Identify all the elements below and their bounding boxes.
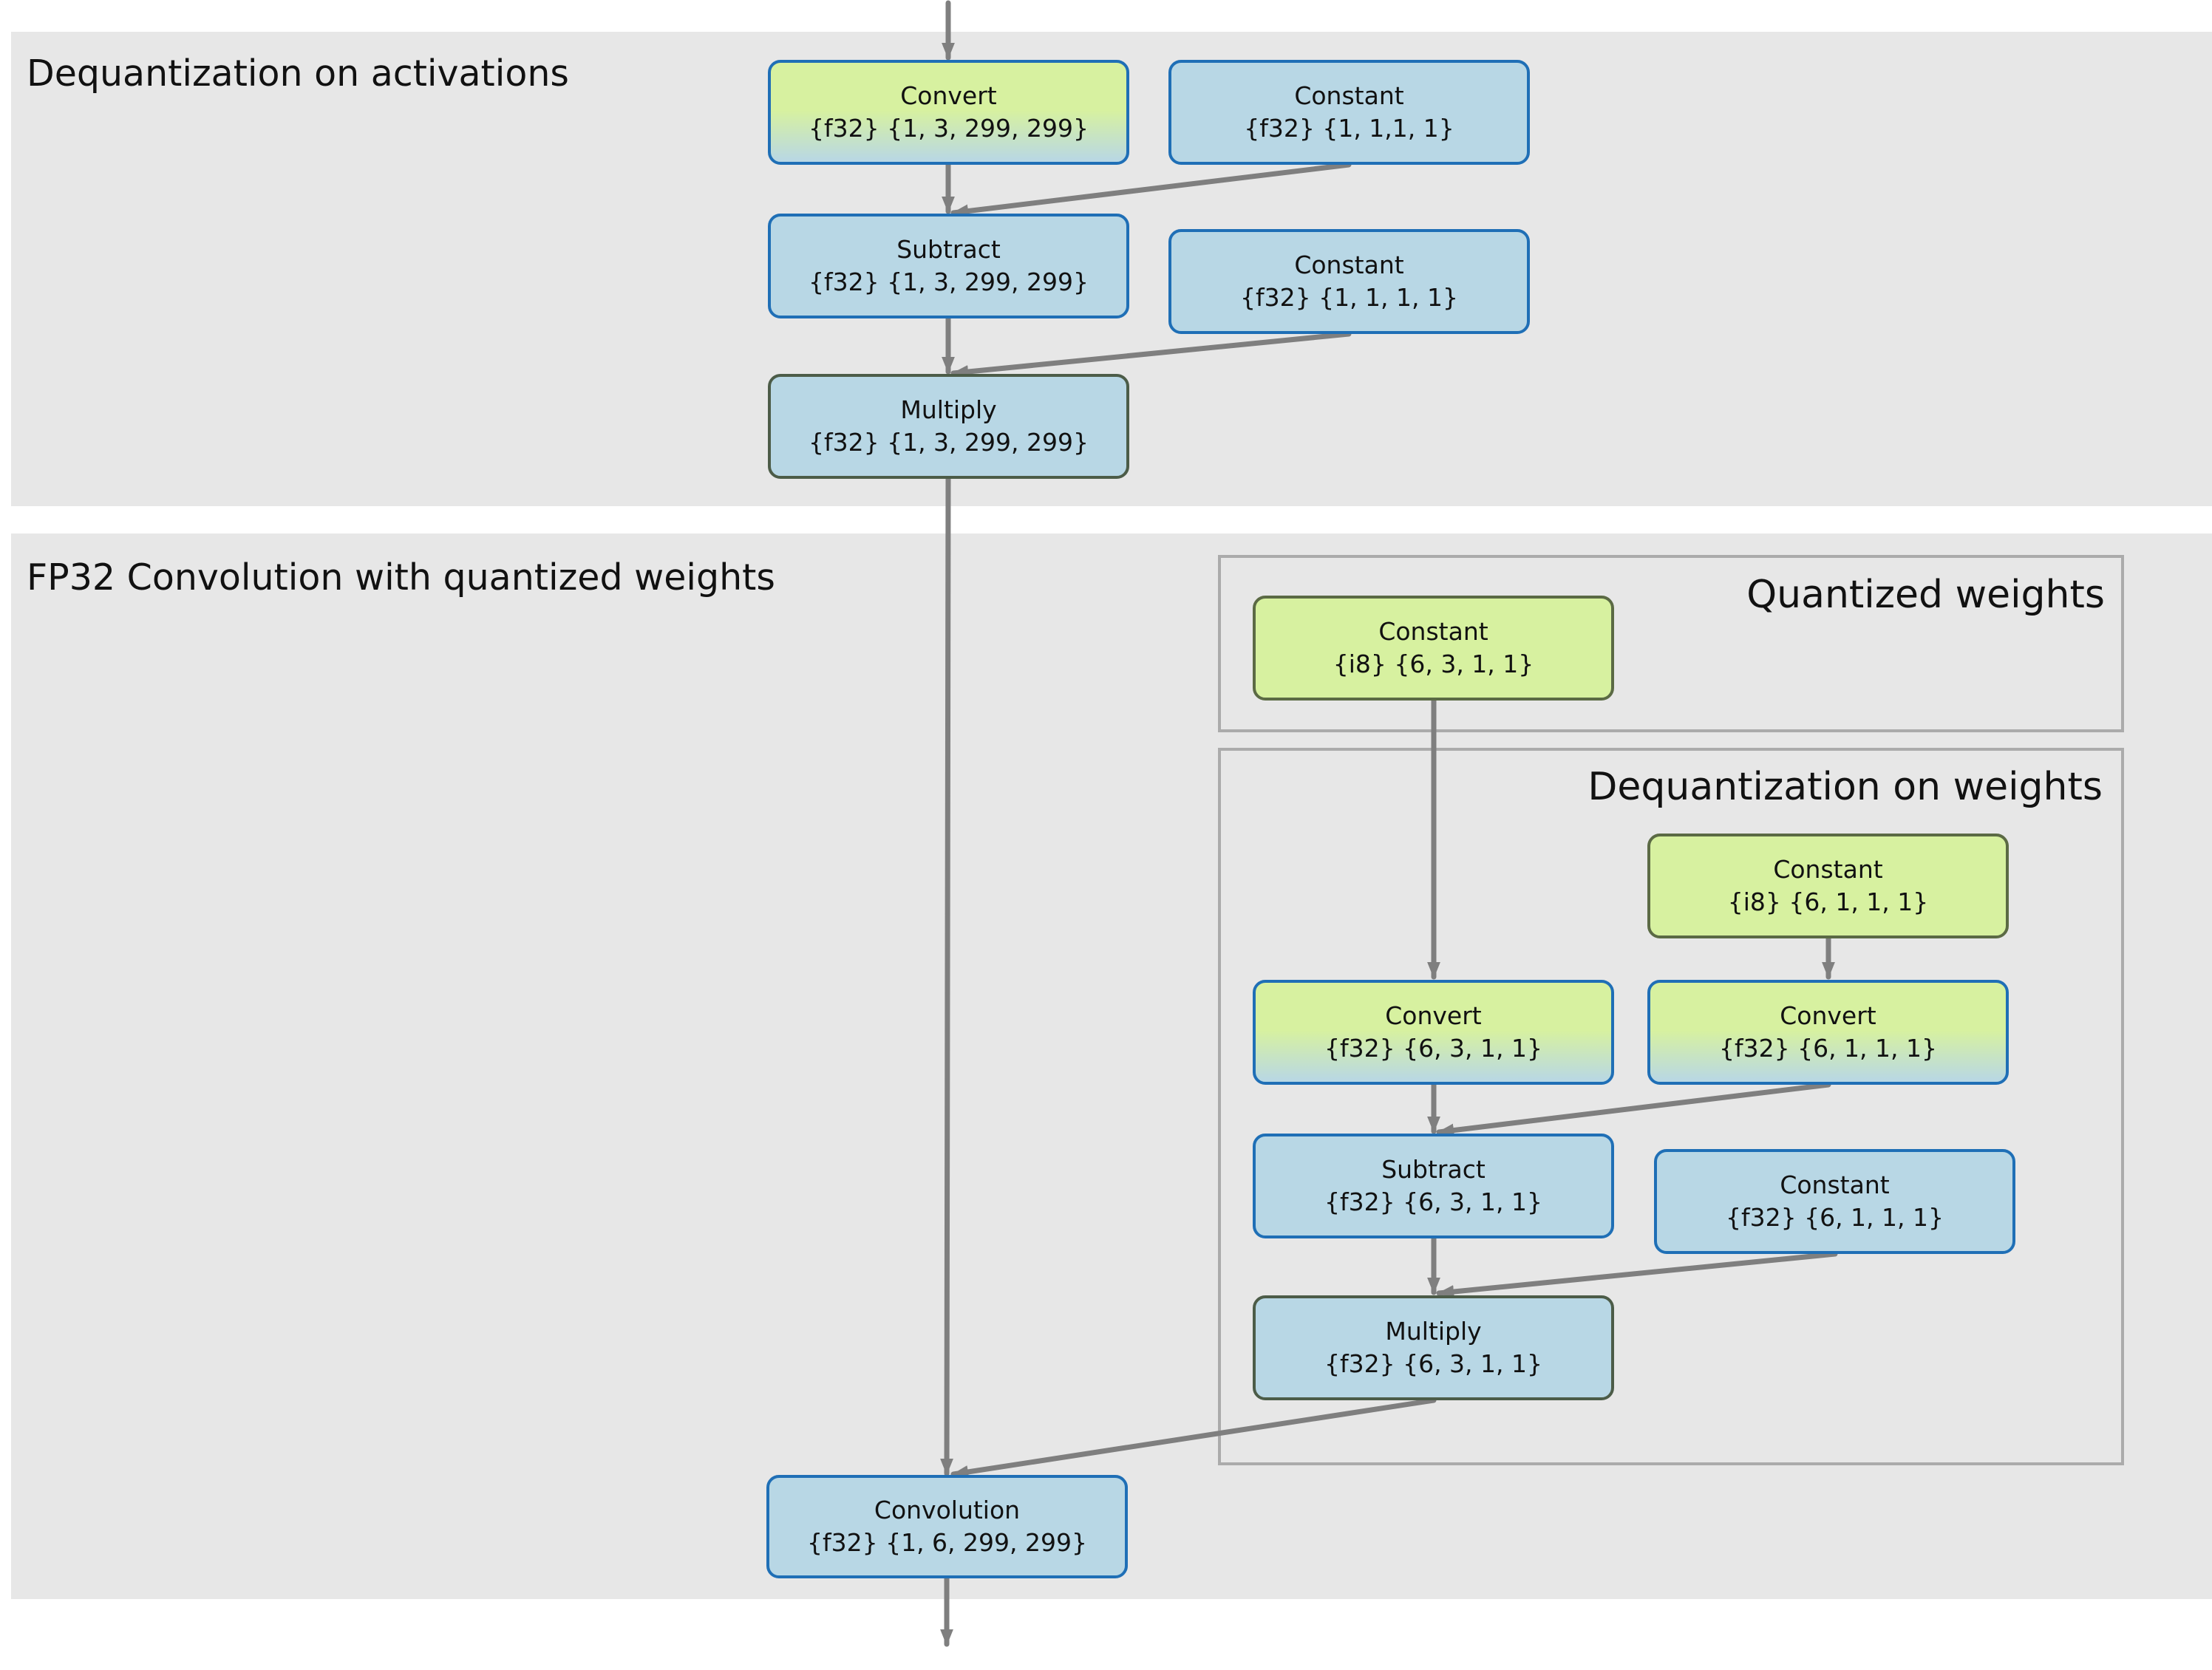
activations-section-title: Dequantization on activations [27, 52, 569, 95]
node-shape: {i8} {6, 1, 1, 1} [1727, 887, 1929, 916]
weights-subtract-node[interactable]: Subtract {f32} {6, 3, 1, 1} [1253, 1134, 1614, 1238]
edge-w-multiply-to-convolution [950, 1397, 1437, 1479]
node-op: Convert [1780, 1001, 1876, 1031]
act-subtract-node[interactable]: Subtract {f32} {1, 3, 299, 299} [768, 214, 1129, 318]
node-op: Constant [1294, 250, 1404, 280]
node-shape: {f32} {6, 3, 1, 1} [1324, 1187, 1542, 1216]
node-op: Convert [900, 81, 997, 111]
weights-scale-constant-node[interactable]: Constant {f32} {6, 1, 1, 1} [1654, 1149, 2015, 1254]
weights-zero-point-i8-node[interactable]: Constant {i8} {6, 1, 1, 1} [1647, 834, 2009, 938]
edge-w-zp-convert-to-subtract [1436, 1082, 1831, 1137]
dequantization-weights-title: Dequantization on weights [1587, 765, 2103, 809]
act-convert-node[interactable]: Convert {f32} {1, 3, 299, 299} [768, 60, 1129, 165]
dequantization-weights-group [1218, 748, 2124, 1465]
node-op: Subtract [896, 235, 1001, 265]
node-shape: {f32} {6, 1, 1, 1} [1725, 1203, 1944, 1232]
convolution-node[interactable]: Convolution {f32} {1, 6, 299, 299} [766, 1475, 1128, 1578]
node-op: Subtract [1381, 1155, 1486, 1185]
edge-act-multiply-to-convolution [940, 476, 953, 1476]
node-shape: {f32} {1, 1,1, 1} [1244, 114, 1454, 143]
node-op: Convert [1385, 1001, 1482, 1031]
edge-act-const2-to-multiply [950, 331, 1352, 378]
node-shape: {f32} {1, 6, 299, 299} [807, 1528, 1087, 1557]
weights-multiply-node[interactable]: Multiply {f32} {6, 3, 1, 1} [1253, 1295, 1614, 1400]
edge-w-scale-to-multiply [1436, 1251, 1838, 1298]
act-constant-2-node[interactable]: Constant {f32} {1, 1, 1, 1} [1168, 229, 1530, 334]
node-shape: {f32} {6, 3, 1, 1} [1324, 1349, 1542, 1378]
weights-convert-node[interactable]: Convert {f32} {6, 3, 1, 1} [1253, 980, 1614, 1085]
act-constant-1-node[interactable]: Constant {f32} {1, 1,1, 1} [1168, 60, 1530, 165]
weights-constant-i8-node[interactable]: Constant {i8} {6, 3, 1, 1} [1253, 596, 1614, 701]
convolution-section-title: FP32 Convolution with quantized weights [27, 556, 775, 599]
node-op: Multiply [900, 395, 997, 425]
node-op: Convolution [874, 1496, 1021, 1525]
node-shape: {f32} {6, 3, 1, 1} [1324, 1034, 1542, 1063]
quantized-weights-group [1218, 555, 2124, 732]
act-multiply-node[interactable]: Multiply {f32} {1, 3, 299, 299} [768, 374, 1129, 479]
node-shape: {f32} {1, 3, 299, 299} [809, 114, 1089, 143]
node-op: Constant [1780, 1170, 1890, 1200]
edge-act-const1-to-subtract [950, 162, 1352, 218]
quantized-weights-title: Quantized weights [1746, 573, 2105, 617]
node-op: Constant [1378, 617, 1488, 647]
node-shape: {i8} {6, 3, 1, 1} [1333, 650, 1534, 678]
node-op: Multiply [1385, 1317, 1482, 1346]
node-op: Constant [1294, 81, 1404, 111]
node-op: Constant [1773, 855, 1883, 885]
node-shape: {f32} {1, 3, 299, 299} [809, 267, 1089, 296]
node-shape: {f32} {1, 3, 299, 299} [809, 428, 1089, 457]
weights-zero-point-convert-node[interactable]: Convert {f32} {6, 1, 1, 1} [1647, 980, 2009, 1085]
node-shape: {f32} {1, 1, 1, 1} [1239, 283, 1458, 312]
node-shape: {f32} {6, 1, 1, 1} [1718, 1034, 1937, 1063]
